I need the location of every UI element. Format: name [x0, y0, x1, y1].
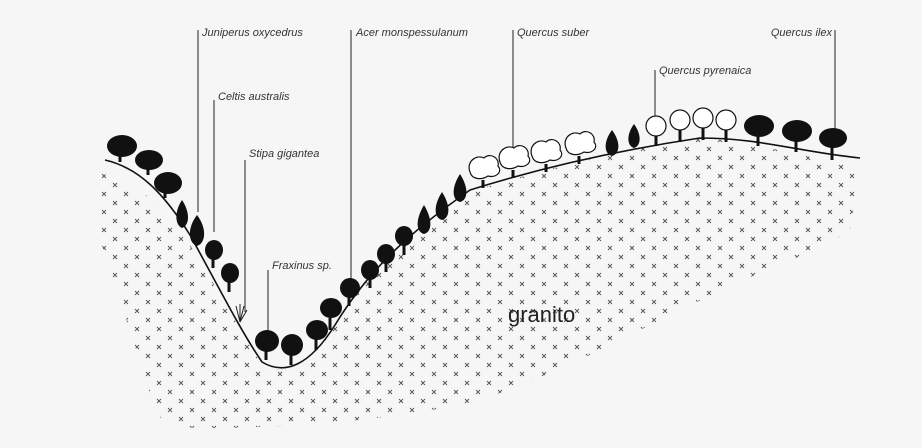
- grass-stipa: [235, 304, 248, 323]
- tree-quercus-pyrenaica: [669, 109, 691, 142]
- granito-label: granito: [508, 302, 575, 327]
- label-celtis-australis: Celtis australis: [218, 91, 290, 103]
- tree-acer: [340, 278, 360, 306]
- tree-fraxinus: [320, 298, 342, 330]
- tree-dark-broadleaf: [154, 172, 182, 198]
- tree-quercus-suber: [564, 130, 597, 164]
- label-quercus-ilex: Quercus ilex: [771, 27, 833, 39]
- leader-lines: [197, 30, 836, 330]
- label-fraxinus: Fraxinus sp.: [272, 260, 332, 272]
- tree-quercus-ilex: [782, 120, 812, 152]
- tree-quercus-pyrenaica: [715, 109, 737, 142]
- tree-fraxinus: [306, 320, 328, 350]
- tree-quercus-pyrenaica: [692, 107, 714, 140]
- tree-quercus-ilex: [819, 128, 847, 160]
- trees-group: [107, 107, 847, 365]
- tree-acer: [377, 244, 395, 272]
- label-quercus-suber: Quercus suber: [517, 27, 590, 39]
- tree-fraxinus: [255, 330, 279, 360]
- granite-substrate: [95, 138, 860, 428]
- tree-acer: [361, 260, 379, 288]
- tree-quercus-ilex: [744, 115, 774, 146]
- tree-acer: [395, 226, 413, 255]
- tree-juniper: [435, 192, 449, 220]
- tree-dark-broadleaf: [135, 150, 163, 175]
- tree-juniper: [605, 130, 619, 156]
- tree-quercus-suber: [498, 144, 531, 178]
- tree-quercus-pyrenaica: [645, 115, 667, 146]
- label-stipa-gigantea: Stipa gigantea: [249, 148, 319, 160]
- tree-fraxinus: [281, 334, 303, 365]
- tree-quercus-suber: [468, 154, 501, 188]
- tree-quercus-suber: [530, 138, 563, 172]
- tree-dark-broadleaf: [107, 135, 137, 162]
- label-quercus-pyrenaica: Quercus pyrenaica: [659, 65, 751, 77]
- label-juniperus-oxycedrus: Juniperus oxycedrus: [201, 27, 303, 39]
- tree-juniper: [176, 200, 188, 228]
- tree-juniper: [453, 174, 467, 202]
- tree-juniper: [628, 124, 640, 148]
- tree-dark-broadleaf: [221, 263, 239, 292]
- tree-dark-broadleaf: [205, 240, 223, 268]
- label-acer-monspessulanum: Acer monspessulanum: [355, 27, 468, 39]
- tree-juniper: [417, 205, 431, 234]
- tree-juniper: [189, 215, 205, 246]
